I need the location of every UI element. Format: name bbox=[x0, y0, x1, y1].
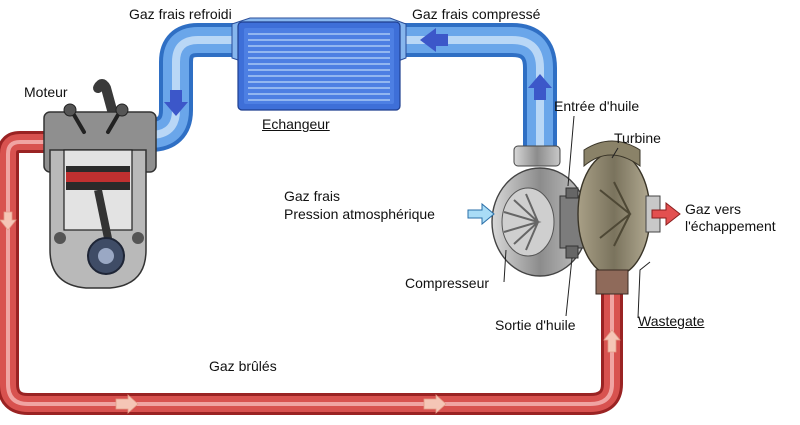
fresh-air-arrow bbox=[467, 202, 495, 226]
label-turbine: Turbine bbox=[614, 130, 661, 146]
label-compresseur: Compresseur bbox=[405, 275, 490, 291]
exhaust-out-arrow bbox=[651, 201, 681, 227]
label-sortie-huile: Sortie d'huile bbox=[495, 317, 576, 333]
label-wastegate: Wastegate bbox=[638, 313, 705, 329]
label-gaz-brules: Gaz brûlés bbox=[209, 358, 277, 374]
label-gaz-frais: Gaz frais bbox=[284, 188, 341, 204]
label-moteur: Moteur bbox=[24, 84, 68, 100]
label-pression-atmospherique: Pression atmosphérique bbox=[284, 206, 435, 222]
intercooler bbox=[231, 17, 407, 111]
intake-flow-arrows bbox=[164, 28, 552, 116]
exhaust-flow-arrows bbox=[0, 211, 621, 414]
exhaust-pipe bbox=[0, 131, 623, 415]
label-gaz-frais-compresse: Gaz frais compressé bbox=[412, 6, 541, 22]
intake-duct bbox=[148, 23, 557, 152]
leader-lines bbox=[503, 115, 651, 319]
label-entree-huile: Entrée d'huile bbox=[554, 98, 640, 114]
label-gaz-vers: Gaz vers bbox=[685, 201, 742, 217]
label-echappement: l'échappement bbox=[685, 218, 776, 234]
turbocharger bbox=[491, 140, 661, 295]
engine bbox=[43, 79, 157, 289]
label-gaz-frais-refroidi: Gaz frais refroidi bbox=[129, 6, 232, 22]
label-echangeur: Echangeur bbox=[262, 116, 330, 132]
